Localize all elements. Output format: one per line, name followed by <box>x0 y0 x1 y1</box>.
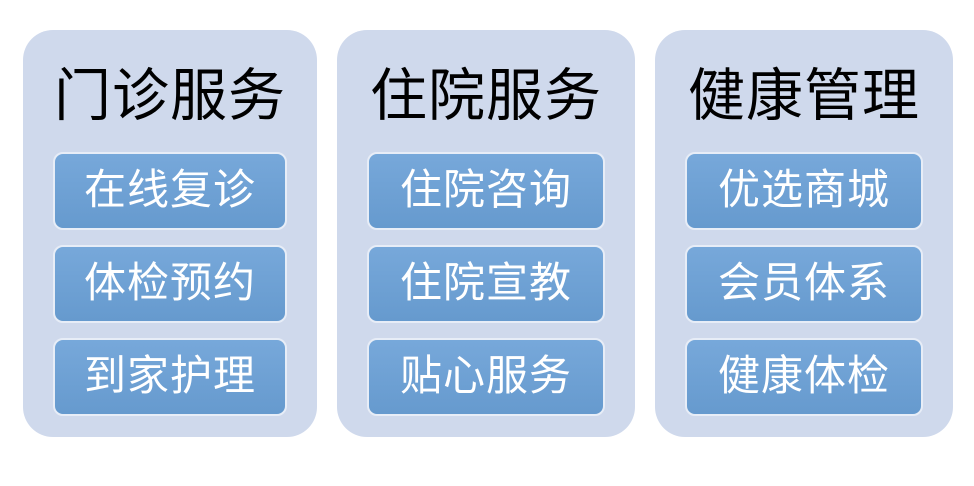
card-outpatient-services: 门诊服务 在线复诊 体检预约 到家护理 <box>23 30 317 437</box>
button-checkup-booking[interactable]: 体检预约 <box>53 245 287 323</box>
card-health-management: 健康管理 优选商城 会员体系 健康体检 <box>655 30 953 437</box>
card-inpatient-services: 住院服务 住院咨询 住院宣教 贴心服务 <box>337 30 635 437</box>
card-title-outpatient-services: 门诊服务 <box>54 65 286 128</box>
card-title-health-management: 健康管理 <box>688 65 920 128</box>
button-home-care[interactable]: 到家护理 <box>53 338 287 416</box>
button-inpatient-consult[interactable]: 住院咨询 <box>367 152 605 230</box>
button-health-checkup[interactable]: 健康体检 <box>685 338 923 416</box>
button-membership-system[interactable]: 会员体系 <box>685 245 923 323</box>
button-online-followup[interactable]: 在线复诊 <box>53 152 287 230</box>
button-inpatient-education[interactable]: 住院宣教 <box>367 245 605 323</box>
button-preferred-mall[interactable]: 优选商城 <box>685 152 923 230</box>
card-row: 门诊服务 在线复诊 体检预约 到家护理 住院服务 住院咨询 住院宣教 贴心服务 … <box>23 30 953 437</box>
button-caring-service[interactable]: 贴心服务 <box>367 338 605 416</box>
card-title-inpatient-services: 住院服务 <box>370 65 602 128</box>
